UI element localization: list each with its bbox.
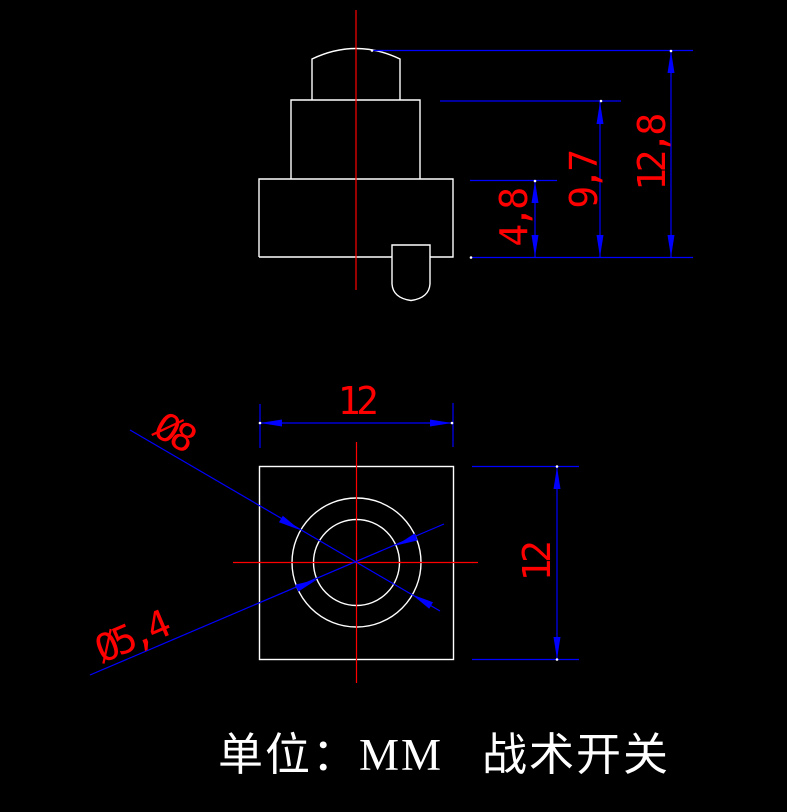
side-view [258, 10, 454, 302]
leader-line-inner-diameter [89, 523, 445, 676]
arrow-down-icon [667, 235, 675, 257]
dim-label-inner-diameter: Ø5,4 [88, 601, 176, 672]
arrow-up-icon [596, 102, 604, 124]
arrow-diagonal-icon [412, 594, 433, 609]
footer-part-name: 战术开关 [482, 730, 670, 780]
arrow-up-icon [531, 181, 539, 203]
side-view-pin-outline [391, 244, 431, 302]
arrow-right-icon [430, 419, 452, 427]
dim-label-upper-height: 9,7 [562, 151, 606, 209]
arrow-left-icon [260, 419, 282, 427]
top-view [233, 442, 478, 683]
dimension-defpoints [258, 49, 673, 661]
arrow-down-icon [596, 235, 604, 257]
defpoint-dot [469, 256, 473, 259]
dim-label-total-height: 12,8 [630, 115, 674, 191]
dim-label-base-height: 4,8 [492, 189, 536, 247]
arrow-up-icon [553, 467, 561, 489]
side-view-dimensions: 12,8 9,7 4,8 [372, 49, 693, 259]
defpoint-dot [555, 465, 559, 468]
defpoint-dot [599, 99, 603, 103]
arrow-diagonal-icon [295, 579, 317, 592]
defpoint-dot [669, 49, 673, 53]
dim-label-width: 12 [338, 379, 376, 423]
arrow-up-icon [667, 51, 675, 73]
arrow-diagonal-icon [279, 515, 300, 530]
arrow-diagonal-icon [396, 533, 418, 546]
defpoint-dot [258, 421, 262, 425]
arrow-down-icon [531, 235, 539, 257]
defpoint-dot [450, 421, 454, 425]
side-view-base-block-outline [258, 178, 454, 258]
defpoint-dot [555, 658, 559, 661]
top-view-dimensions: 12 12 Ø8 Ø5,4 [88, 379, 579, 676]
defpoint-dot [370, 49, 374, 52]
dim-label-outer-diameter: Ø8 [147, 403, 203, 461]
defpoint-dot [533, 179, 537, 183]
footer-unit-label: 单位：MM [218, 730, 443, 780]
footer: 单位：MM 战术开关 [218, 730, 670, 780]
arrow-down-icon [553, 637, 561, 659]
dim-label-height: 12 [515, 543, 559, 581]
